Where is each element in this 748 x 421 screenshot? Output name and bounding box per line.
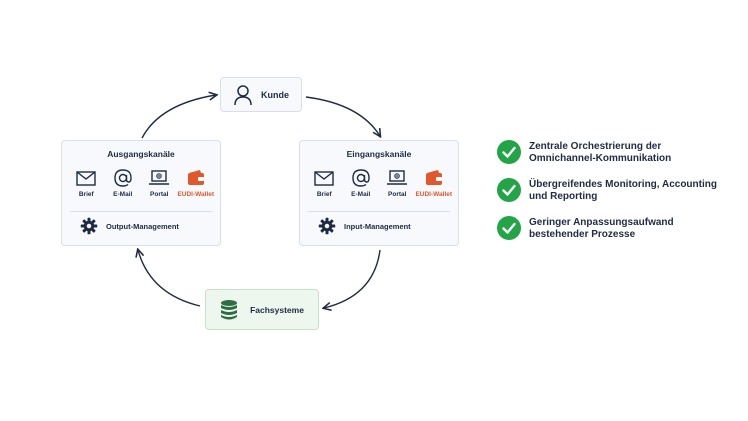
inbound-channel-portal: Portal [379, 167, 415, 198]
envelope-icon [76, 171, 96, 186]
outbound-channel-eudi-wallet: EUDI-Wallet [177, 167, 215, 198]
inbound-channel-brief: Brief [306, 167, 342, 198]
arrow-inbound-to-backend [324, 249, 381, 308]
inbound-channel-label: E-Mail [351, 191, 371, 198]
benefit-item: Übergreifendes Monitoring, Accounting un… [497, 178, 729, 203]
laptop-icon [387, 170, 408, 185]
outbound-channel-email: E-Mail [105, 167, 141, 198]
laptop-icon [149, 170, 170, 185]
inbound-channel-list: Brief E-Mail Portal EUDI-Wall [306, 167, 452, 198]
outbound-channel-label: Portal [150, 191, 169, 198]
checkmark-icon [497, 178, 521, 202]
wallet-icon [425, 170, 442, 185]
gear-icon [80, 217, 98, 235]
inbound-channel-eudi-wallet: EUDI-Wallet [415, 167, 453, 198]
outbound-channel-portal: Portal [141, 167, 177, 198]
benefits-list: Zentrale Orchestrierung der Omnichannel-… [497, 140, 729, 254]
inbound-channel-label: EUDI-Wallet [415, 191, 453, 198]
gear-icon [318, 217, 336, 235]
inbound-channel-label: Brief [316, 191, 332, 198]
at-icon [114, 169, 132, 187]
arrow-customer-to-inbound [305, 96, 380, 136]
outbound-channel-list: Brief E-Mail Portal EUDI-Wall [68, 167, 214, 198]
checkmark-icon [497, 140, 521, 164]
database-icon [221, 299, 238, 319]
inbound-channels-panel: Eingangskanäle Brief E-Mail Portal [299, 140, 459, 246]
inbound-title: Eingangskanäle [346, 149, 412, 159]
customer-node: Kunde [220, 77, 302, 112]
arrow-backend-to-outbound [138, 250, 201, 307]
output-management: Output-Management [80, 217, 179, 235]
benefit-text: Geringer Anpassungsaufwand bestehender P… [529, 217, 674, 240]
checkmark-icon [497, 216, 521, 240]
backend-systems-node: Fachsysteme [205, 289, 319, 330]
person-icon [234, 84, 252, 105]
arrow-outbound-to-customer [141, 95, 216, 139]
customer-label: Kunde [261, 89, 289, 100]
outbound-divider [70, 211, 212, 212]
inbound-channel-email: E-Mail [343, 167, 379, 198]
outbound-channel-label: E-Mail [113, 191, 133, 198]
at-icon [352, 169, 370, 187]
backend-systems-label: Fachsysteme [250, 304, 304, 315]
envelope-icon [314, 171, 334, 186]
benefit-text: Übergreifendes Monitoring, Accounting un… [529, 179, 717, 202]
inbound-channel-label: Portal [388, 191, 407, 198]
outbound-channel-label: Brief [78, 191, 94, 198]
input-management: Input-Management [318, 217, 411, 235]
outbound-channel-brief: Brief [68, 167, 104, 198]
benefit-item: Zentrale Orchestrierung der Omnichannel-… [497, 140, 729, 165]
benefit-text: Zentrale Orchestrierung der Omnichannel-… [529, 141, 672, 164]
inbound-divider [308, 211, 450, 212]
output-management-label: Output-Management [106, 221, 179, 231]
benefit-item: Geringer Anpassungsaufwand bestehender P… [497, 216, 729, 241]
wallet-icon [187, 170, 204, 185]
outbound-title: Ausgangskanäle [107, 149, 175, 159]
outbound-channel-label: EUDI-Wallet [177, 191, 215, 198]
input-management-label: Input-Management [344, 221, 411, 231]
outbound-channels-panel: Ausgangskanäle Brief E-Mail Portal [61, 140, 221, 246]
